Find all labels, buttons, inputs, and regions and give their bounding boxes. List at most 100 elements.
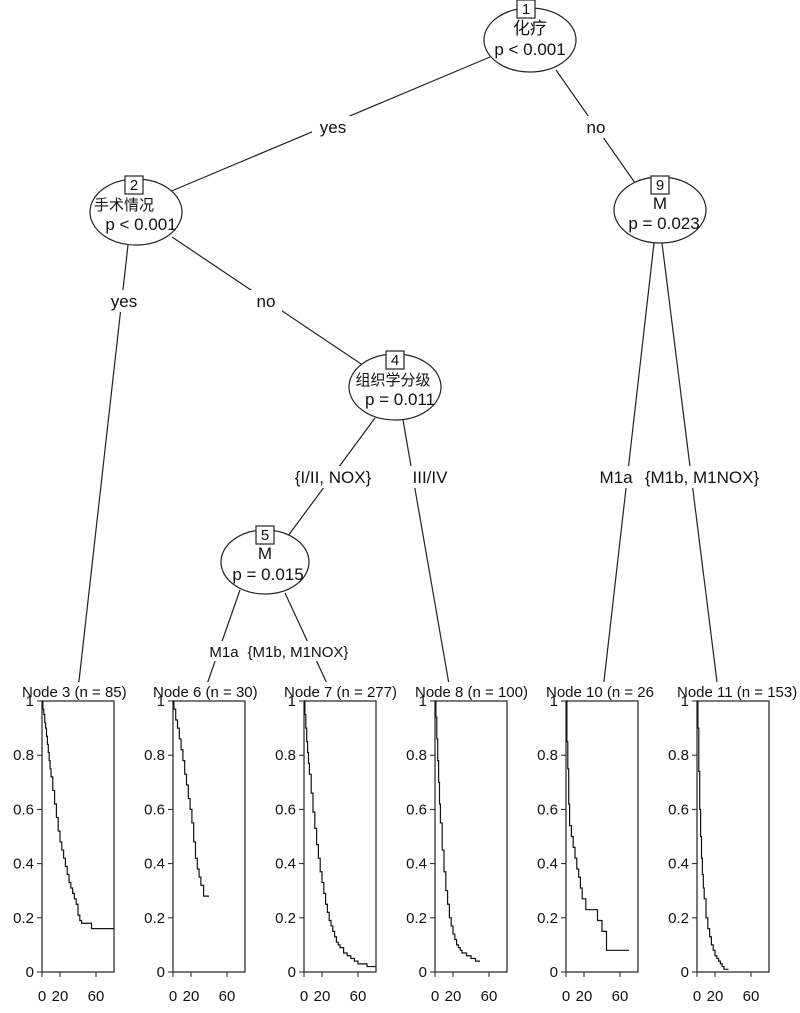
x-tick-label: 20 — [445, 988, 462, 1005]
svg-text:{M1b, M1NOX}: {M1b, M1NOX} — [645, 468, 760, 487]
y-tick-label: 1 — [288, 693, 296, 710]
panel-frame — [565, 700, 639, 973]
y-tick-label: 0.4 — [275, 856, 296, 873]
x-tick-label: 20 — [707, 988, 724, 1005]
survival-curve — [566, 700, 629, 951]
svg-text:III/IV: III/IV — [413, 468, 449, 487]
edge-5-6 — [204, 589, 241, 691]
x-tick-label: 0 — [169, 988, 177, 1005]
edge-label-2-3: yes — [104, 290, 144, 312]
node-1-variable: 化疗 — [513, 19, 547, 38]
node-2-pvalue: p < 0.001 — [105, 215, 176, 234]
y-tick-label: 1 — [157, 693, 165, 710]
survival-curve — [42, 700, 114, 930]
survival-curve — [304, 700, 376, 968]
edge-label-5-7: {M1b, M1NOX} — [243, 641, 355, 661]
svg-text:yes: yes — [320, 118, 346, 137]
y-tick-label: 0.4 — [13, 856, 34, 873]
svg-text:yes: yes — [111, 292, 137, 311]
node-9: 9 M p = 0.023 — [613, 175, 707, 244]
terminal-node-title: Node 3 (n = 85) — [22, 684, 127, 701]
node-5-id: 5 — [261, 527, 269, 544]
node-9-variable: M — [653, 194, 667, 213]
edge-2-3 — [77, 244, 129, 691]
y-tick-label: 0.2 — [406, 910, 427, 927]
terminal-node-title: Node 6 (n = 30) — [153, 684, 258, 701]
panel-frame — [434, 700, 508, 973]
x-tick-label: 0 — [300, 988, 308, 1005]
node-2-variable: 手术情况 — [94, 197, 154, 214]
svg-text:no: no — [587, 118, 606, 137]
y-tick-label: 1 — [419, 693, 427, 710]
terminal-node-title: Node 10 (n = 26 — [546, 684, 654, 701]
x-tick-label: 60 — [743, 988, 760, 1005]
edge-label-9-11: {M1b, M1NOX} — [638, 466, 766, 488]
y-tick-label: 0.4 — [668, 856, 689, 873]
y-tick-label: 0.8 — [144, 747, 165, 764]
y-tick-label: 0.6 — [537, 801, 558, 818]
node-1-pvalue: p < 0.001 — [494, 40, 565, 59]
x-tick-label: 0 — [562, 988, 570, 1005]
svg-text:{M1b, M1NOX}: {M1b, M1NOX} — [248, 644, 349, 661]
edge-label-9-10: M1a — [594, 466, 638, 488]
y-tick-label: 0.8 — [13, 747, 34, 764]
x-tick-label: 20 — [576, 988, 593, 1005]
y-tick-label: 0 — [288, 964, 296, 981]
svg-text:{I/II, NOX}: {I/II, NOX} — [295, 468, 372, 487]
y-tick-label: 0.8 — [275, 747, 296, 764]
edge-label-1-9: no — [580, 116, 612, 138]
y-tick-label: 0 — [157, 964, 165, 981]
y-tick-label: 0.4 — [406, 856, 427, 873]
svg-text:M1a: M1a — [599, 468, 633, 487]
node-2-id: 2 — [130, 177, 138, 194]
y-tick-label: 0.8 — [537, 747, 558, 764]
survival-curve — [173, 700, 209, 897]
edge-label-5-6: M1a — [205, 641, 241, 661]
y-tick-label: 0.8 — [406, 747, 427, 764]
y-tick-label: 1 — [550, 693, 558, 710]
node-2: 2 手术情况 p < 0.001 — [89, 175, 183, 246]
x-tick-label: 20 — [52, 988, 69, 1005]
y-tick-label: 0 — [550, 964, 558, 981]
x-tick-label: 60 — [612, 988, 629, 1005]
node-1: 1 化疗 p < 0.001 — [483, 0, 577, 73]
x-tick-label: 20 — [183, 988, 200, 1005]
node-4-variable: 组织学分级 — [355, 372, 430, 389]
terminal-node-title: Node 8 (n = 100) — [415, 684, 528, 701]
y-tick-label: 0.6 — [668, 801, 689, 818]
y-tick-label: 1 — [26, 693, 34, 710]
y-tick-label: 0.8 — [668, 747, 689, 764]
panel-frame — [696, 700, 770, 973]
node-9-pvalue: p = 0.023 — [628, 214, 699, 233]
node-5-pvalue: p = 0.015 — [232, 565, 303, 584]
y-tick-label: 0.6 — [406, 801, 427, 818]
terminal-node-title: Node 7 (n = 277) — [284, 684, 397, 701]
edge-label-4-8: III/IV — [396, 466, 466, 488]
survival-curve — [435, 700, 480, 962]
survival-curve — [697, 700, 729, 970]
y-tick-label: 0 — [681, 964, 689, 981]
edge-label-4-5: {I/II, NOX} — [282, 466, 384, 488]
y-tick-label: 0.6 — [144, 801, 165, 818]
node-5-variable: M — [258, 544, 272, 563]
node-1-id: 1 — [522, 1, 530, 18]
node-5: 5 M p = 0.015 — [220, 525, 310, 595]
edge-4-8 — [402, 419, 451, 691]
panel-frame — [41, 700, 115, 973]
x-tick-label: 0 — [431, 988, 439, 1005]
edge-label-1-2: yes — [312, 116, 354, 138]
terminal-panels: Node 3 (n = 85) 0 0.2 0.4 0.6 0.8 1 0 20 60 Node 6… — [13, 682, 797, 1005]
terminal-node-title: Node 11 (n = 153) — [677, 684, 797, 701]
node-4: 4 组织学分级 p = 0.011 — [348, 350, 442, 421]
x-tick-label: 60 — [350, 988, 367, 1005]
y-tick-label: 0.2 — [537, 910, 558, 927]
svg-text:M1a: M1a — [209, 644, 239, 661]
panel-frame — [172, 700, 246, 973]
y-tick-label: 0.2 — [275, 910, 296, 927]
svg-text:no: no — [257, 292, 276, 311]
